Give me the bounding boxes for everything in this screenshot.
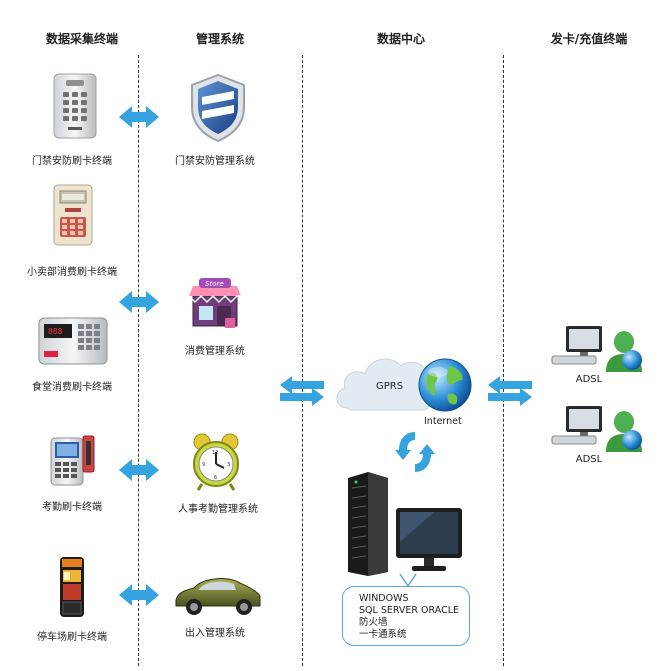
label-hr-system: 人事考勤管理系统 [178, 504, 258, 515]
column-title-collect: 数据采集终端 [45, 32, 119, 46]
label-adsl-1: ADSL [575, 374, 603, 385]
svg-text:9: 9 [202, 462, 205, 468]
sync-arrows-icon [395, 432, 435, 472]
svg-text:Store: Store [205, 280, 224, 288]
pos-terminal-icon: 888 [38, 317, 108, 365]
pos-terminal-icon [53, 184, 93, 246]
column-divider [503, 55, 504, 666]
label-door-terminal: 门禁安防刷卡终端 [32, 156, 112, 167]
label-adsl-2: ADSL [575, 454, 603, 465]
svg-text:6: 6 [214, 475, 217, 481]
globe-icon [418, 358, 472, 412]
software-card-system: 一卡通系统 [359, 629, 407, 640]
computer-user-icon [551, 406, 642, 452]
label-access-system: 出入管理系统 [185, 628, 245, 639]
cloud-icon [336, 358, 439, 411]
column-title-datacenter: 数据中心 [376, 32, 426, 46]
svg-text:12: 12 [212, 450, 218, 456]
label-canteen-terminal: 食堂消费刷卡终端 [32, 382, 112, 393]
software-db: SQL SERVER ORACLE [359, 605, 460, 616]
software-firewall: 防火墙 [359, 617, 388, 628]
label-door-system: 门禁安防管理系统 [175, 156, 255, 167]
svg-text:888: 888 [48, 327, 63, 336]
column-title-issue: 发卡/充值终端 [550, 32, 628, 46]
computer-user-icon [551, 326, 642, 372]
bidirectional-arrow-icon [119, 104, 159, 130]
label-attendance-terminal: 考勤刷卡终端 [42, 502, 102, 513]
column-divider [302, 55, 303, 666]
label-shop-terminal: 小卖部消费刷卡终端 [27, 267, 117, 278]
internet-label: Internet [424, 416, 462, 427]
card-reader-icon [60, 557, 84, 617]
bidirectional-arrow-icon [119, 457, 159, 483]
bidirectional-arrow-icon [280, 376, 324, 406]
card-reader-icon [53, 73, 97, 139]
column-title-manage: 管理系统 [195, 32, 245, 46]
gprs-label: GPRS [376, 381, 404, 392]
monitor-icon [396, 508, 462, 571]
alarm-clock-icon: 12 3 6 9 [193, 433, 239, 491]
store-icon: Store [188, 278, 241, 328]
bidirectional-arrow-icon [119, 582, 159, 608]
car-icon [175, 578, 261, 615]
shield-icon [191, 73, 245, 143]
card-reader-icon [50, 435, 95, 486]
label-consume-system: 消费管理系统 [185, 346, 245, 357]
system-info-box: WINDOWS SQL SERVER ORACLE 防火墙 一卡通系统 [342, 586, 470, 646]
server-icon [348, 472, 388, 576]
label-parking-terminal: 停车场刷卡终端 [37, 632, 107, 643]
software-os: WINDOWS [359, 593, 409, 604]
bidirectional-arrow-icon [488, 376, 532, 406]
column-divider [138, 55, 139, 666]
svg-text:3: 3 [227, 462, 230, 468]
bidirectional-arrow-icon [119, 289, 159, 315]
